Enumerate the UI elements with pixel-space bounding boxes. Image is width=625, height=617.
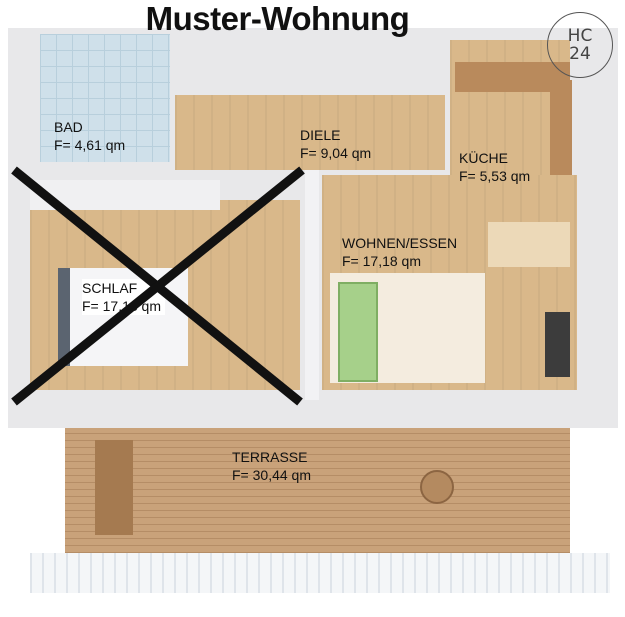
terrace-deck <box>65 428 570 553</box>
tv-unit <box>545 312 570 377</box>
hallway-floor <box>175 95 445 170</box>
kitchen-counter-side <box>550 80 572 175</box>
dining-table <box>488 222 570 267</box>
sun-lounger <box>95 440 133 535</box>
page-title: Muster-Wohnung <box>145 0 410 37</box>
wall-divider <box>305 170 319 400</box>
cross-line-2 <box>11 166 305 406</box>
sofa <box>338 282 378 382</box>
table-round <box>420 470 454 504</box>
bathroom-floor <box>40 34 170 162</box>
terrace-railing <box>30 553 610 593</box>
